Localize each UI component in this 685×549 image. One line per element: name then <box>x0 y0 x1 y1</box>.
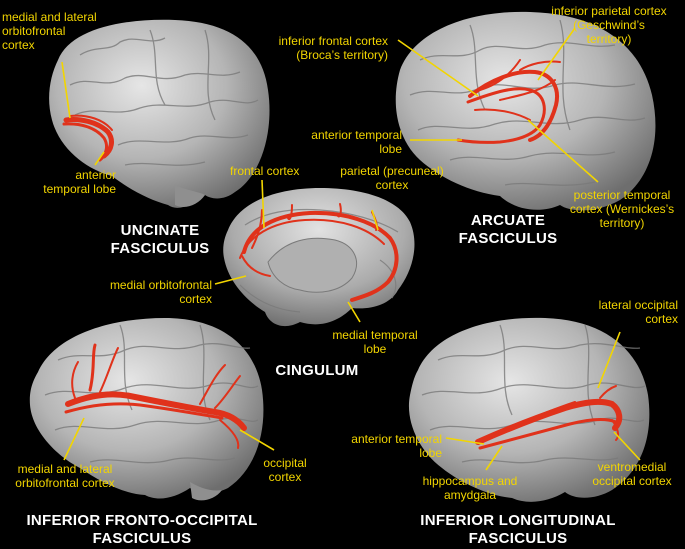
label-ilf-ventromedial: ventromedial occipital cortex <box>592 460 672 488</box>
label-cingulum-temporal: medial temporal lobe <box>332 328 418 356</box>
ifof-tract <box>64 343 247 449</box>
title-uncinate: UNCINATE FASCICULUS <box>110 222 210 257</box>
uncinate-brain <box>49 19 270 208</box>
label-cingulum-parietal: parietal (precuneal) cortex <box>340 164 444 192</box>
label-arcuate-temporal: anterior temporal lobe <box>311 128 402 156</box>
label-ifof-occipital: occipital cortex <box>263 456 307 484</box>
label-uncinate-orbitofrontal: medial and lateral orbitofrontal cortex <box>2 10 97 52</box>
title-cingulum: CINGULUM <box>275 362 359 379</box>
arcuate-tract <box>456 59 561 144</box>
title-ifof: INFERIOR FRONTO-OCCIPITAL FASCICULUS <box>26 512 258 547</box>
label-arcuate-posterior: posterior temporal cortex (Wernickes’s t… <box>569 188 675 230</box>
label-arcuate-frontal: inferior frontal cortex (Broca’s territo… <box>278 34 388 62</box>
arcuate-brain <box>395 11 656 211</box>
ilf-tract <box>475 385 623 450</box>
uncinate-tract <box>62 114 114 162</box>
label-ifof-orbitofrontal: medial and lateral orbitofrontal cortex <box>15 462 115 490</box>
cingulum-brain <box>223 188 415 327</box>
cingulum-tract <box>239 203 399 302</box>
label-uncinate-temporal: anterior temporal lobe <box>43 168 116 196</box>
label-ilf-lateral: lateral occipital cortex <box>598 298 678 326</box>
label-cingulum-frontal: frontal cortex <box>230 164 300 178</box>
label-ilf-temporal: anterior temporal lobe <box>351 432 442 460</box>
label-cingulum-orbitofrontal: medial orbitofrontal cortex <box>109 278 212 306</box>
label-ilf-hippocampus: hippocampus and amydgala <box>422 474 518 502</box>
label-arcuate-parietal: inferior parietal cortex (Geschwind’s te… <box>551 4 667 46</box>
ifof-brain <box>29 318 264 501</box>
title-ilf: INFERIOR LONGITUDINAL FASCICULUS <box>420 512 616 547</box>
leader-lines <box>61 27 641 471</box>
ilf-brain <box>408 317 650 502</box>
title-arcuate: ARCUATE FASCICULUS <box>458 212 558 247</box>
